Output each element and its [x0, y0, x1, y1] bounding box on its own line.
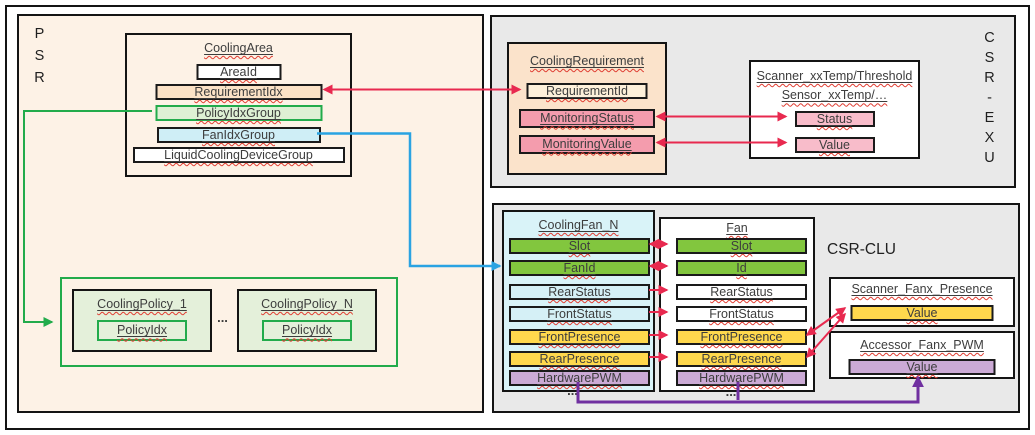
field-fan-rearstatus: RearStatus: [676, 284, 807, 300]
field-status: Status: [794, 111, 875, 127]
field-cf-fanid: FanId: [509, 260, 650, 276]
field-cf-frontstatus: FrontStatus: [509, 306, 650, 322]
field-fan-slot: Slot: [676, 238, 807, 254]
fan-box: Fan Slot Id RearStatus FrontStatus Front…: [659, 217, 815, 398]
scanner-sensor-title: Scanner_xxTemp/ThresholdSensor_xxTemp/…: [756, 69, 913, 103]
cooling-requirement-title: CoolingRequirement: [530, 54, 644, 68]
field-fan-id: Id: [676, 260, 807, 276]
field-cf-rearstatus: RearStatus: [509, 284, 650, 300]
field-fan-hardwarepwm: HardwarePWM: [676, 370, 807, 386]
field-policyidxgroup: PolicyIdxGroup: [155, 105, 322, 121]
field-value-sensor: Value: [794, 137, 875, 153]
field-fanidxgroup: FanIdxGroup: [156, 127, 321, 143]
field-requirementidx: RequirementIdx: [155, 84, 322, 100]
cooling-policy-group-box: CoolingPolicy_1 PolicyIdx ... CoolingPol…: [60, 277, 398, 367]
cooling-area-box: CoolingArea AreaId RequirementIdx Policy…: [125, 33, 352, 177]
cooling-requirement-box: CoolingRequirement RequirementId Monitor…: [507, 42, 667, 175]
cooling-policy-1-title: CoolingPolicy_1: [97, 297, 187, 311]
outer-frame: [5, 5, 1030, 430]
field-monitoringvalue: MonitoringValue: [519, 135, 655, 154]
field-policyidx-n: PolicyIdx: [262, 320, 352, 341]
field-fan-frontstatus: FrontStatus: [676, 306, 807, 322]
field-fan-frontpresence: FrontPresence: [676, 329, 807, 345]
field-areaid: AreaId: [196, 64, 281, 80]
scanner-presence-title: Scanner_Fanx_Presence: [851, 282, 993, 296]
policy-ellipsis: ...: [217, 310, 228, 325]
accessor-pwm-title: Accessor_Fanx_PWM: [860, 338, 984, 352]
field-policyidx-1: PolicyIdx: [97, 320, 187, 341]
cooling-fan-title: CoolingFan_N: [538, 218, 619, 232]
region-psr: PSR CoolingArea AreaId RequirementIdx Po…: [17, 14, 484, 413]
field-cf-rearpresence: RearPresence: [509, 351, 650, 367]
csr-exu-region-label: CSR-EXU: [981, 30, 998, 170]
fan-title: Fan: [726, 221, 748, 235]
field-monitoringstatus: MonitoringStatus: [519, 109, 655, 128]
field-liquidcoolingdevicegroup: LiquidCoolingDeviceGroup: [132, 147, 345, 163]
psr-region-label: PSR: [31, 26, 48, 92]
fan-ellipsis: ...: [725, 384, 737, 399]
scanner-sensor-box: Scanner_xxTemp/ThresholdSensor_xxTemp/… …: [749, 60, 920, 159]
scanner-presence-box: Scanner_Fanx_Presence Value: [829, 277, 1015, 327]
cooling-policy-n-box: CoolingPolicy_N PolicyIdx: [237, 289, 377, 352]
accessor-pwm-box: Accessor_Fanx_PWM Value: [829, 331, 1015, 379]
cooling-policy-1-box: CoolingPolicy_1 PolicyIdx: [72, 289, 212, 352]
cooling-policy-n-title: CoolingPolicy_N: [261, 297, 353, 311]
field-cf-slot: Slot: [509, 238, 650, 254]
field-pwm-value: Value: [848, 359, 996, 375]
cooling-area-title: CoolingArea: [204, 41, 273, 55]
field-presence-value: Value: [850, 305, 994, 321]
field-fan-rearpresence: RearPresence: [676, 351, 807, 367]
region-csr-exu: CSR-EXU CoolingRequirement RequirementId…: [490, 15, 1016, 188]
csr-clu-region-label: CSR-CLU: [827, 241, 896, 258]
cooling-fan-box: CoolingFan_N Slot FanId RearStatus Front…: [502, 210, 655, 397]
field-requirementid: RequirementId: [526, 83, 648, 99]
region-csr-clu: CSR-CLU CoolingFan_N Slot FanId RearStat…: [492, 203, 1020, 413]
cooling-fan-ellipsis: ...: [567, 383, 578, 398]
field-cf-frontpresence: FrontPresence: [509, 329, 650, 345]
